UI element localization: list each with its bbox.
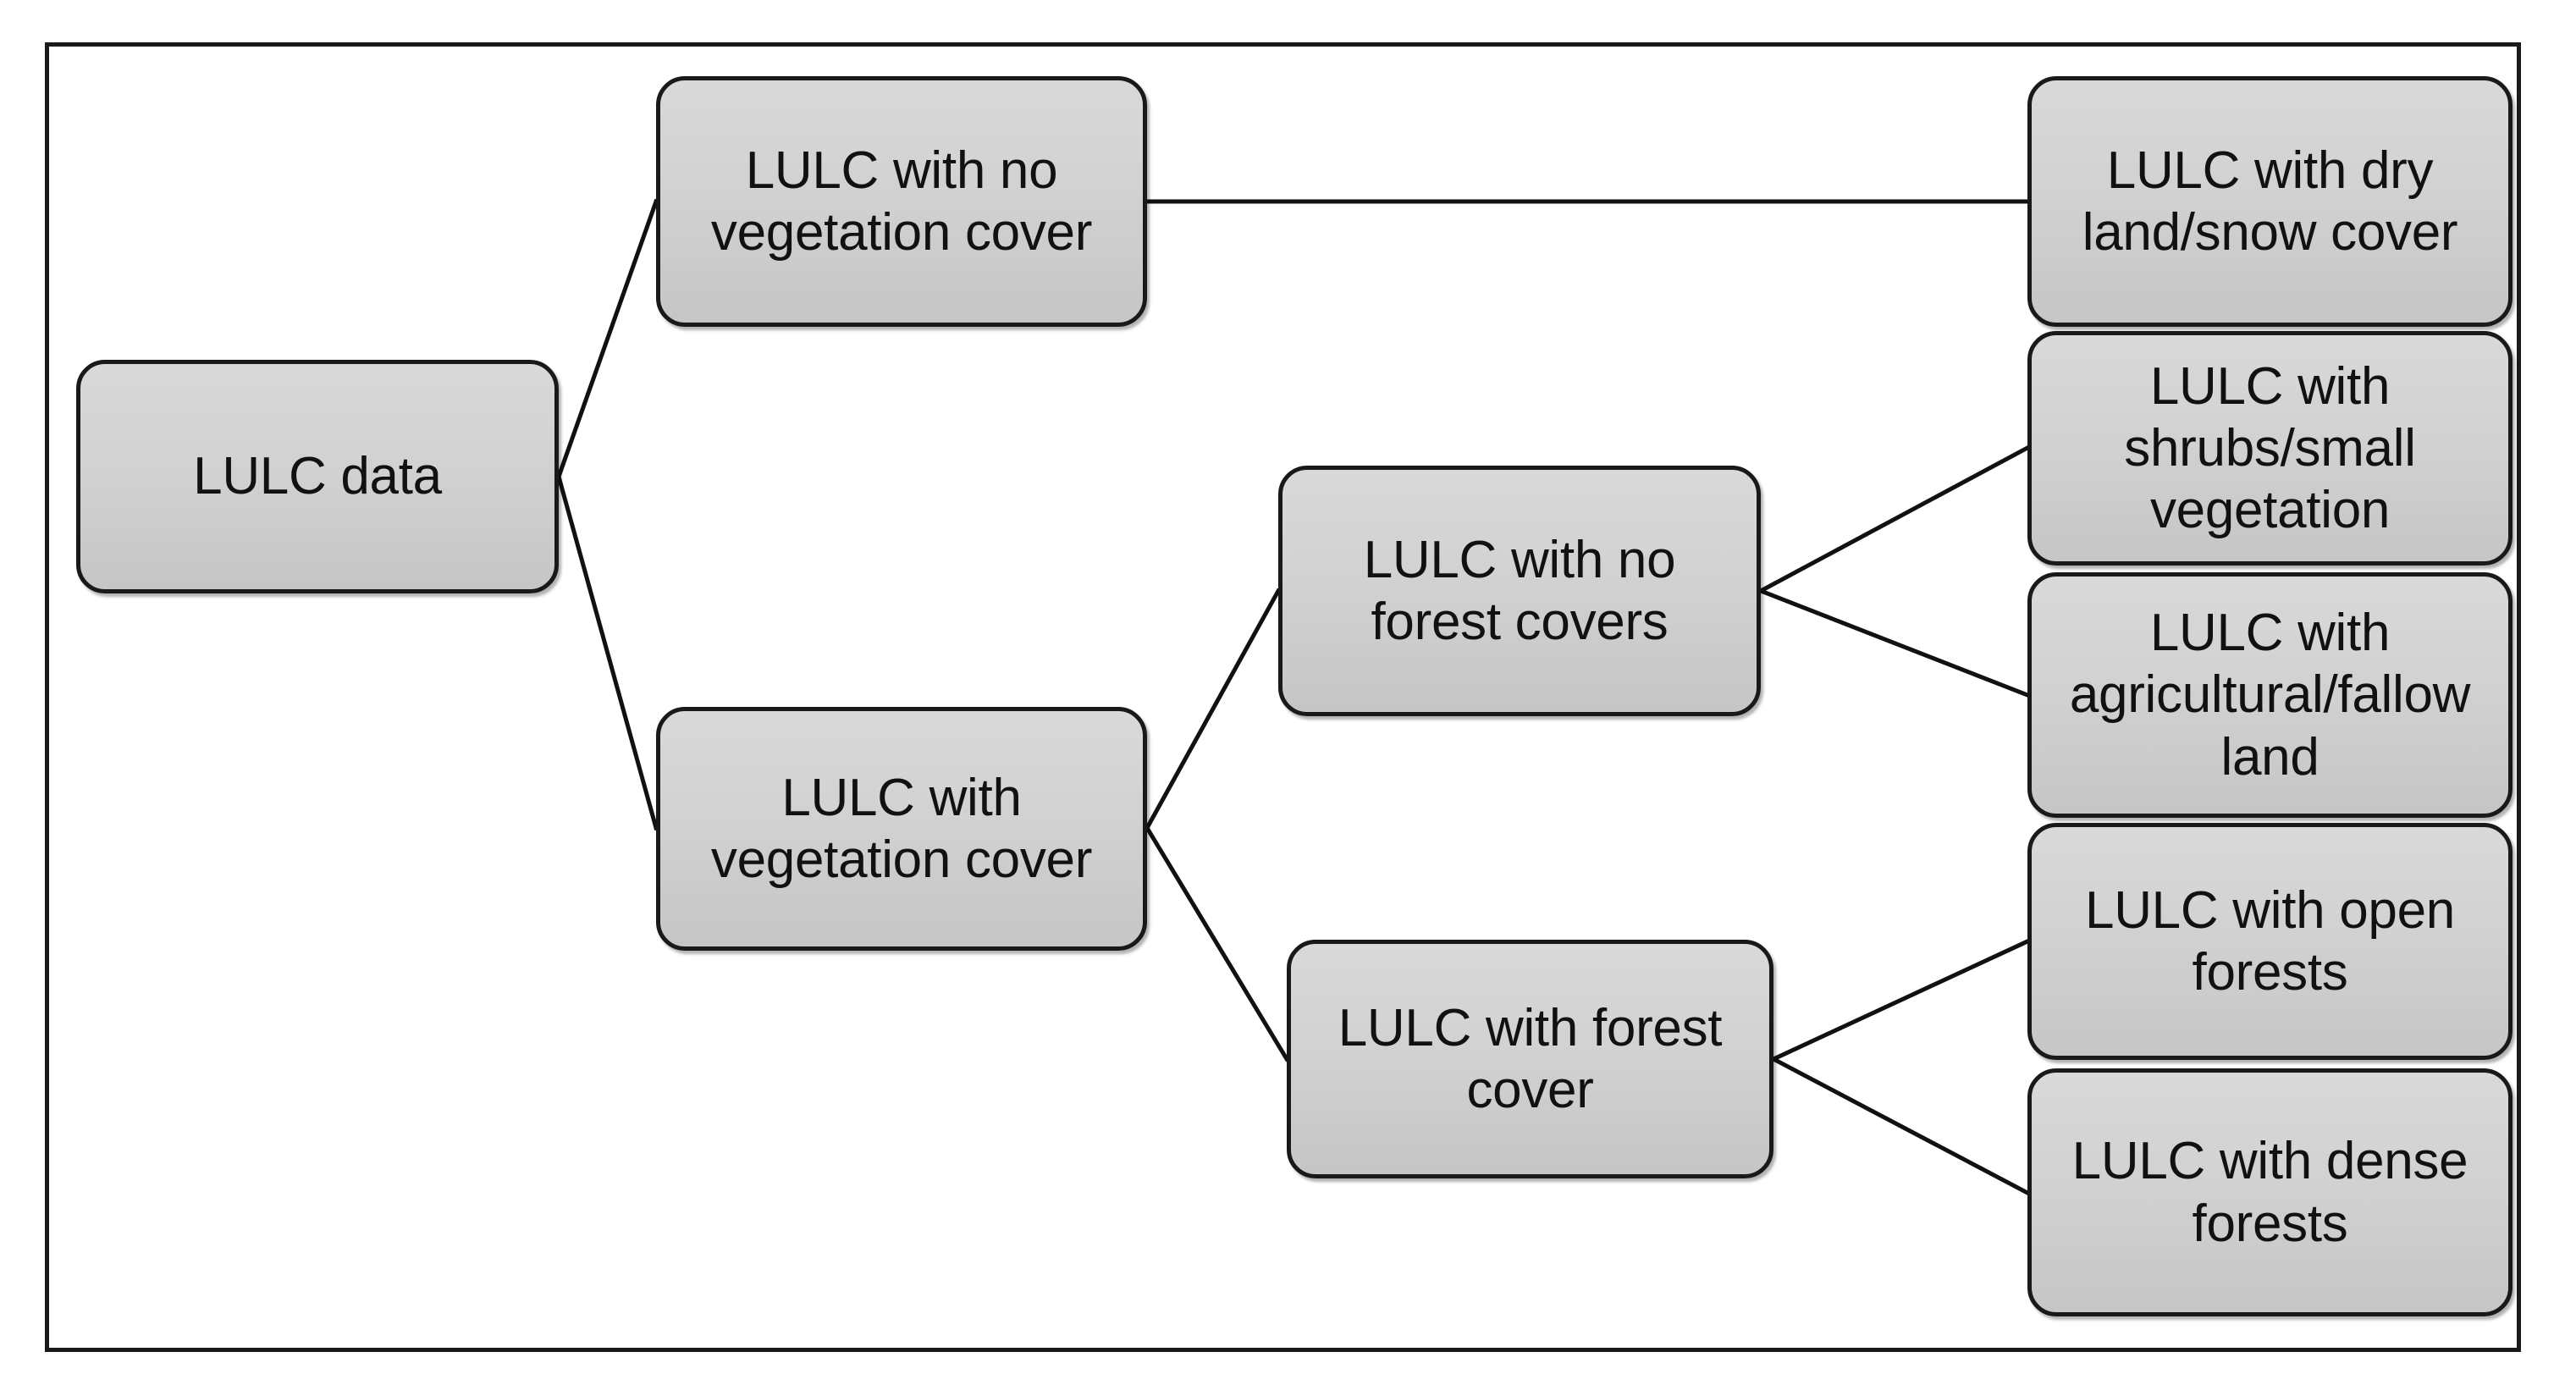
node-dry_snow[interactable]: LULC with dry land/snow cover xyxy=(2027,76,2513,327)
node-veg[interactable]: LULC with vegetation cover xyxy=(656,707,1147,951)
node-dense_forest[interactable]: LULC with dense forests xyxy=(2027,1068,2513,1316)
node-forest[interactable]: LULC with forest cover xyxy=(1287,940,1773,1178)
node-label-veg: LULC with vegetation cover xyxy=(710,768,1093,889)
node-open_forest[interactable]: LULC with open forests xyxy=(2027,823,2513,1060)
node-label-agri: LULC with agricultural/fallow land xyxy=(2069,604,2471,786)
node-root[interactable]: LULC data xyxy=(76,360,559,593)
node-label-open_forest: LULC with open forests xyxy=(2085,880,2455,1002)
node-label-no_forest: LULC with no forest covers xyxy=(1363,530,1676,651)
node-label-shrubs: LULC with shrubs/small vegetation xyxy=(2124,356,2416,540)
node-label-root: LULC data xyxy=(193,447,442,506)
node-agri[interactable]: LULC with agricultural/fallow land xyxy=(2027,572,2513,818)
node-label-no_veg: LULC with no vegetation cover xyxy=(710,141,1093,262)
node-no_forest[interactable]: LULC with no forest covers xyxy=(1278,466,1761,716)
node-label-forest: LULC with forest cover xyxy=(1338,998,1723,1119)
node-no_veg[interactable]: LULC with no vegetation cover xyxy=(656,76,1147,327)
node-shrubs[interactable]: LULC with shrubs/small vegetation xyxy=(2027,331,2513,566)
node-label-dense_forest: LULC with dense forests xyxy=(2071,1132,2468,1253)
node-label-dry_snow: LULC with dry land/snow cover xyxy=(2082,141,2458,262)
